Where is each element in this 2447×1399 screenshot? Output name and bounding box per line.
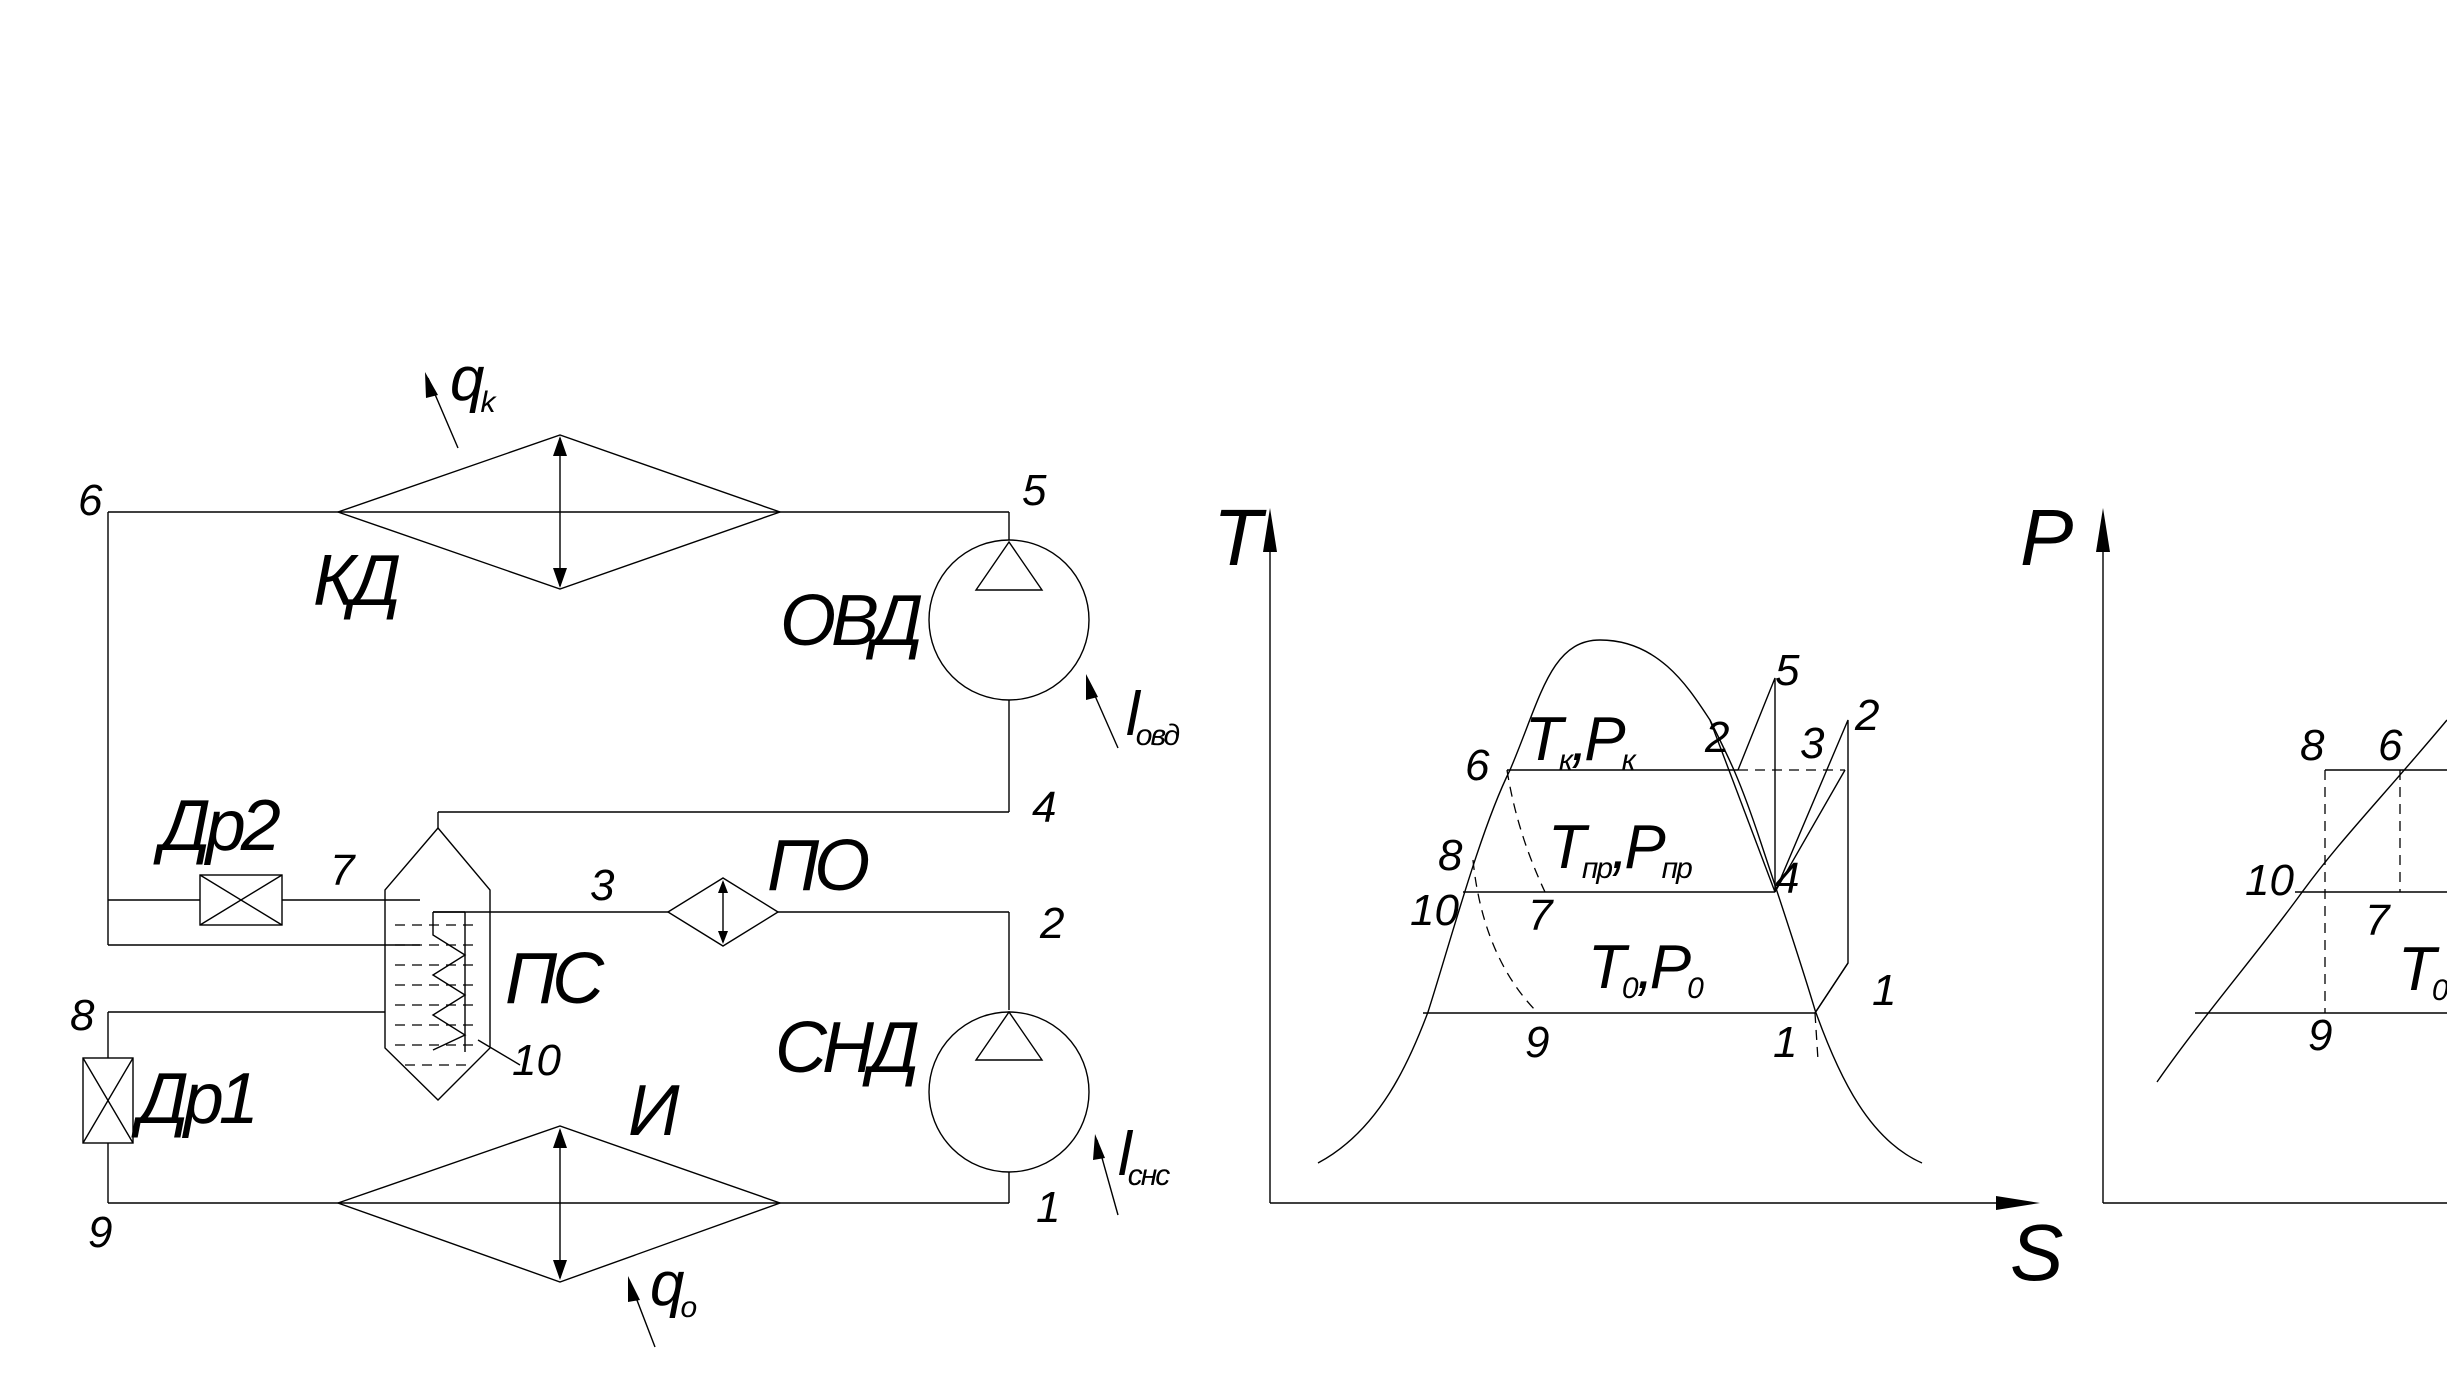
point-10-leader [477, 1039, 521, 1066]
throttle-1 [82, 1057, 134, 1144]
ts-x-arrow [1996, 1196, 2040, 1210]
ts-label-pr: Tпр,Pпр [1548, 813, 1692, 885]
heat-k-label: qk [450, 345, 497, 419]
ph-label-0: T0 [2398, 935, 2447, 1007]
ts-point-3: 3 [1800, 719, 1825, 768]
ts-line-1-1 [1814, 962, 1849, 1014]
cycle-scheme: КД qk ОВД lовд [70, 345, 1181, 1348]
scheme-point-2: 2 [1039, 899, 1064, 948]
intercooler [384, 826, 491, 1101]
heat-o-label: qo [650, 1250, 696, 1324]
compressor-low-label: СНД [775, 1008, 918, 1088]
throttle-1-label: Др1 [131, 1059, 254, 1139]
ts-label-0: T0,P0 [1588, 933, 1704, 1005]
ts-point-8: 8 [1438, 831, 1463, 880]
ts-point-6: 6 [1465, 741, 1490, 790]
scheme-point-4: 4 [1032, 783, 1056, 832]
scheme-point-8: 8 [70, 991, 95, 1040]
ph-saturation-curve [2156, 719, 2447, 1083]
scheme-point-6: 6 [78, 476, 103, 525]
ts-point-5: 5 [1775, 646, 1800, 695]
ts-point-10: 10 [1410, 886, 1459, 935]
heat-k-arrow [425, 372, 459, 449]
ts-path-4-5 [1737, 677, 1776, 892]
heat-exchanger [666, 877, 780, 947]
intercooler-label: ПС [505, 939, 605, 1019]
scheme-point-3: 3 [590, 861, 615, 910]
ts-point-4: 4 [1775, 854, 1799, 903]
work-low-label: lснс [1118, 1120, 1170, 1192]
ts-saturation-curve [1317, 639, 1923, 1164]
heat-exchanger-label: ПО [767, 826, 868, 906]
work-high-arrow [1086, 674, 1119, 749]
throttle-2 [199, 874, 283, 926]
ts-line-1-tick [1814, 1012, 1819, 1061]
ph-diagram: P 8 6 10 7 9 T0 [2020, 493, 2447, 1204]
ts-y-arrow [1263, 508, 1277, 552]
compressor-high [928, 539, 1090, 701]
ts-point-2b: 2 [1854, 691, 1879, 740]
scheme-point-1: 1 [1036, 1183, 1060, 1232]
ts-point-1a: 1 [1773, 1018, 1797, 1067]
scheme-point-9: 9 [88, 1208, 112, 1257]
compressor-high-label: ОВД [780, 581, 921, 661]
ph-y-arrow [2096, 508, 2110, 552]
ts-x-axis-label: S [2010, 1208, 2063, 1297]
ts-point-2a: 2 [1704, 713, 1729, 762]
ts-point-1b: 1 [1872, 966, 1896, 1015]
evaporator [335, 1125, 783, 1283]
throttle-2-label: Др2 [153, 786, 280, 866]
heat-o-arrow [628, 1276, 656, 1348]
ts-point-9: 9 [1525, 1018, 1549, 1067]
ts-line-sat-4 [1709, 719, 1776, 893]
scheme-point-5: 5 [1022, 466, 1047, 515]
ts-point-7: 7 [1528, 891, 1554, 940]
ph-y-axis-label: P [2020, 493, 2073, 582]
work-high-label: lовд [1126, 680, 1179, 752]
condenser-label: КД [313, 541, 399, 621]
ts-label-k: Tк,Pк [1525, 705, 1638, 777]
scheme-point-10: 10 [512, 1036, 561, 1085]
ts-throttle-6-7 [1506, 769, 1546, 893]
ph-point-10: 10 [2245, 856, 2294, 905]
compressor-low [928, 1010, 1090, 1173]
evaporator-label: И [628, 1071, 680, 1151]
ts-diagram: T S Tк,Pк Tпр,Pпр T0,P0 6 2 5 2 3 4 8 10… [1213, 493, 2063, 1297]
ph-point-6: 6 [2378, 721, 2403, 770]
work-low-arrow [1093, 1134, 1119, 1216]
ph-point-7: 7 [2365, 896, 2391, 945]
ts-y-axis-label: T [1213, 493, 1267, 582]
scheme-point-7: 7 [330, 846, 356, 895]
ph-point-8: 8 [2300, 721, 2325, 770]
ts-throttle-8-9 [1472, 859, 1539, 1014]
condenser [335, 434, 783, 590]
ts-line-4-3 [1774, 769, 1846, 893]
ph-point-9: 9 [2308, 1011, 2332, 1060]
